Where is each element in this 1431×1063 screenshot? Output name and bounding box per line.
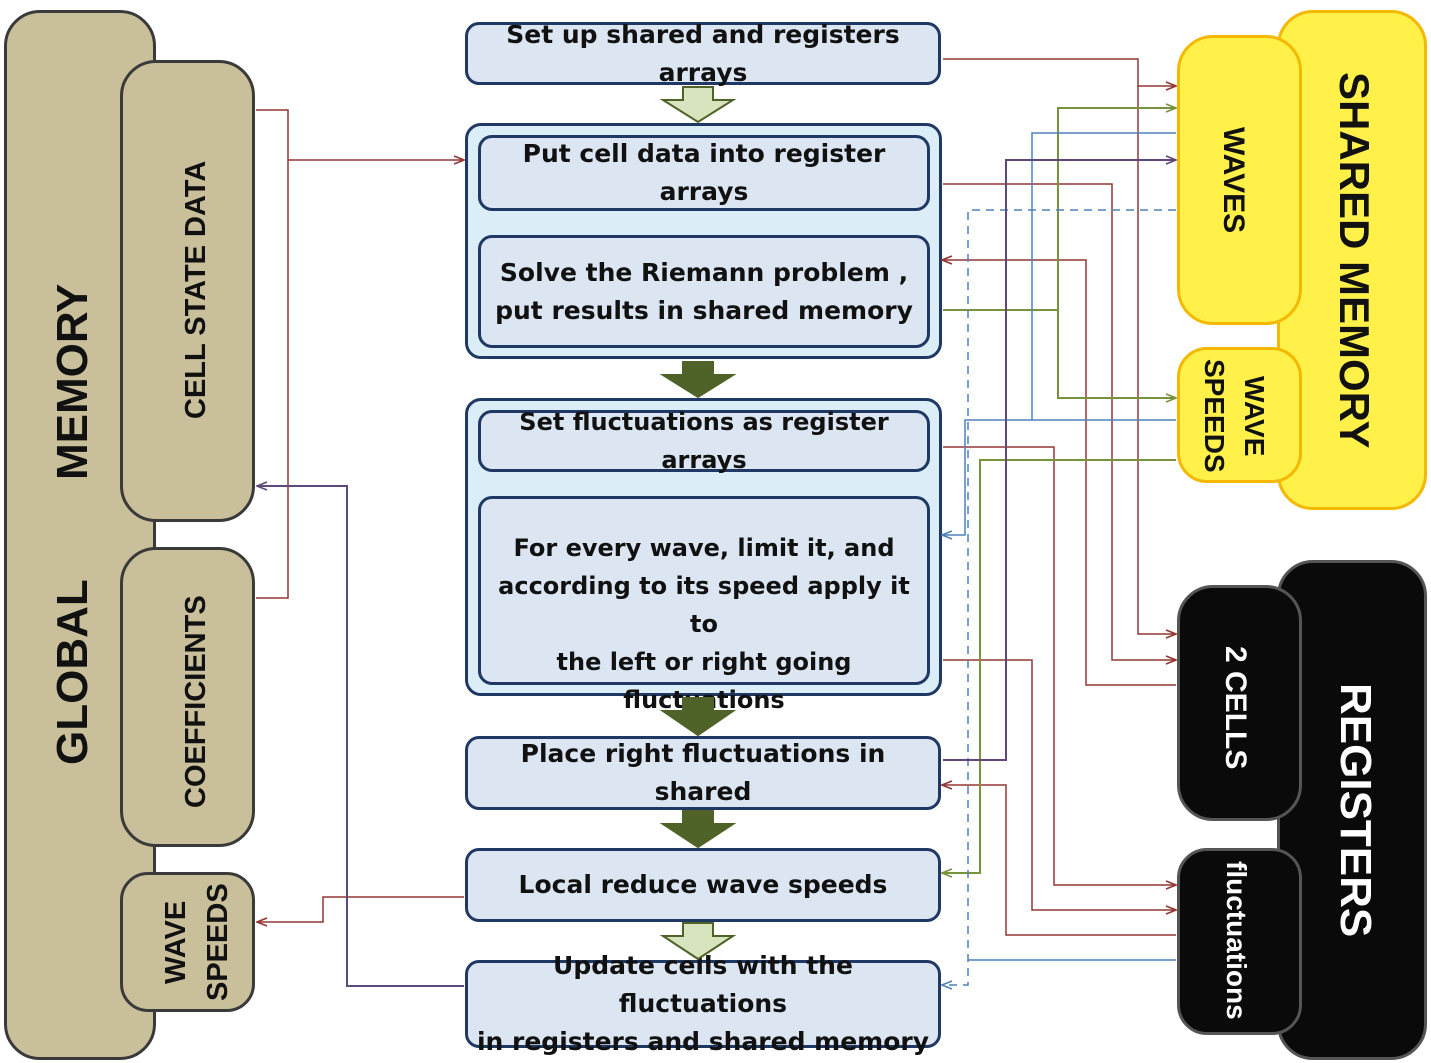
flow-arrows <box>659 86 737 961</box>
limit-to-registers-arrow <box>943 659 1176 910</box>
step-solve-riemann-line1: Solve the Riemann problem , <box>499 257 909 287</box>
red-connectors <box>256 58 1176 936</box>
cell-state-to-cell-data-line <box>256 109 289 599</box>
fluct-to-place-right-arrow <box>942 785 1176 936</box>
flow-arrow-2 <box>659 361 737 399</box>
waves-to-limit-line <box>1031 132 1176 421</box>
step-update-cells-line2: in registers and shared memory <box>476 1027 930 1056</box>
step-put-cell-data: Put cell data into register arrays <box>478 135 930 211</box>
setup-to-shared-arrow <box>943 58 1176 86</box>
coefficients-block <box>120 547 255 847</box>
step-update-cells: Update cells with the fluctuations in re… <box>465 951 941 1056</box>
shared-memory-label: SHARED MEMORY <box>1331 71 1378 449</box>
step-limit-waves-line1: For every wave, limit it, and <box>513 534 895 562</box>
flow-arrow-1 <box>659 86 737 124</box>
flow-arrow-5 <box>659 922 737 961</box>
global-wave-speeds-block <box>120 872 255 1012</box>
shared-wave-label: WAVE <box>1239 375 1270 457</box>
registers-fluctuations-block <box>1177 848 1302 1035</box>
cell-state-data-block <box>120 60 255 522</box>
step-set-fluctuations: Set fluctuations as register arrays <box>478 408 930 474</box>
step-solve-riemann: Solve the Riemann problem , put results … <box>478 235 930 348</box>
registers-cells-label: 2 CELLS <box>1219 646 1252 770</box>
step-setup-text: Set up shared and registers arrays <box>506 19 900 87</box>
step-place-right: Place right fluctuations in shared <box>465 736 941 810</box>
purple-connectors <box>257 160 1176 987</box>
step-setup-arrays: Set up shared and registers arrays <box>465 20 941 87</box>
solve-to-wave-speeds-arrow <box>1057 310 1176 398</box>
setup-to-registers-arrow <box>1137 86 1176 634</box>
flow-arrow-4 <box>659 810 737 849</box>
flow-arrow-3 <box>659 697 737 737</box>
update-to-cell-state-arrow <box>257 486 464 987</box>
set-fluct-to-registers-arrow <box>943 446 1176 885</box>
step-update-cells-line1: Update cells with the fluctuations <box>553 951 853 1018</box>
green-connectors <box>942 108 1176 873</box>
registers-cells-block <box>1177 585 1302 821</box>
registers-label: REGISTERS <box>1331 682 1380 938</box>
step-limit-waves-line2: according to its speed apply it to <box>498 572 910 638</box>
wave-speeds-to-reduce-arrow <box>942 459 1176 873</box>
cell-data-to-registers-arrow <box>943 183 1176 660</box>
solve-to-waves-arrow <box>943 108 1176 311</box>
local-reduce-to-global-speeds-arrow <box>257 896 464 922</box>
blue-connectors <box>942 132 1176 985</box>
step-put-cell-data-text: Put cell data into register arrays <box>522 139 886 206</box>
registers-to-solve-arrow <box>942 260 1176 686</box>
step-local-reduce: Local reduce wave speeds <box>465 848 941 922</box>
waves-dashed-to-update-line <box>942 209 1176 985</box>
waves-to-limit-arrow <box>942 419 1032 535</box>
step-solve-riemann-line2: put results in shared memory <box>495 295 913 325</box>
shared-wave-speeds-block <box>1177 347 1302 483</box>
shared-speeds-label: SPEEDS <box>1199 359 1230 473</box>
step-local-reduce-text: Local reduce wave speeds <box>518 870 888 899</box>
shared-waves-label: WAVES <box>1217 126 1250 234</box>
shared-waves-block <box>1177 35 1302 325</box>
step-set-fluctuations-text: Set fluctuations as register arrays <box>519 408 889 474</box>
place-right-to-waves-arrow <box>943 160 1176 761</box>
step-place-right-text: Place right fluctuations in shared <box>520 739 886 806</box>
registers-fluctuations-label: fluctuations <box>1221 860 1252 1020</box>
